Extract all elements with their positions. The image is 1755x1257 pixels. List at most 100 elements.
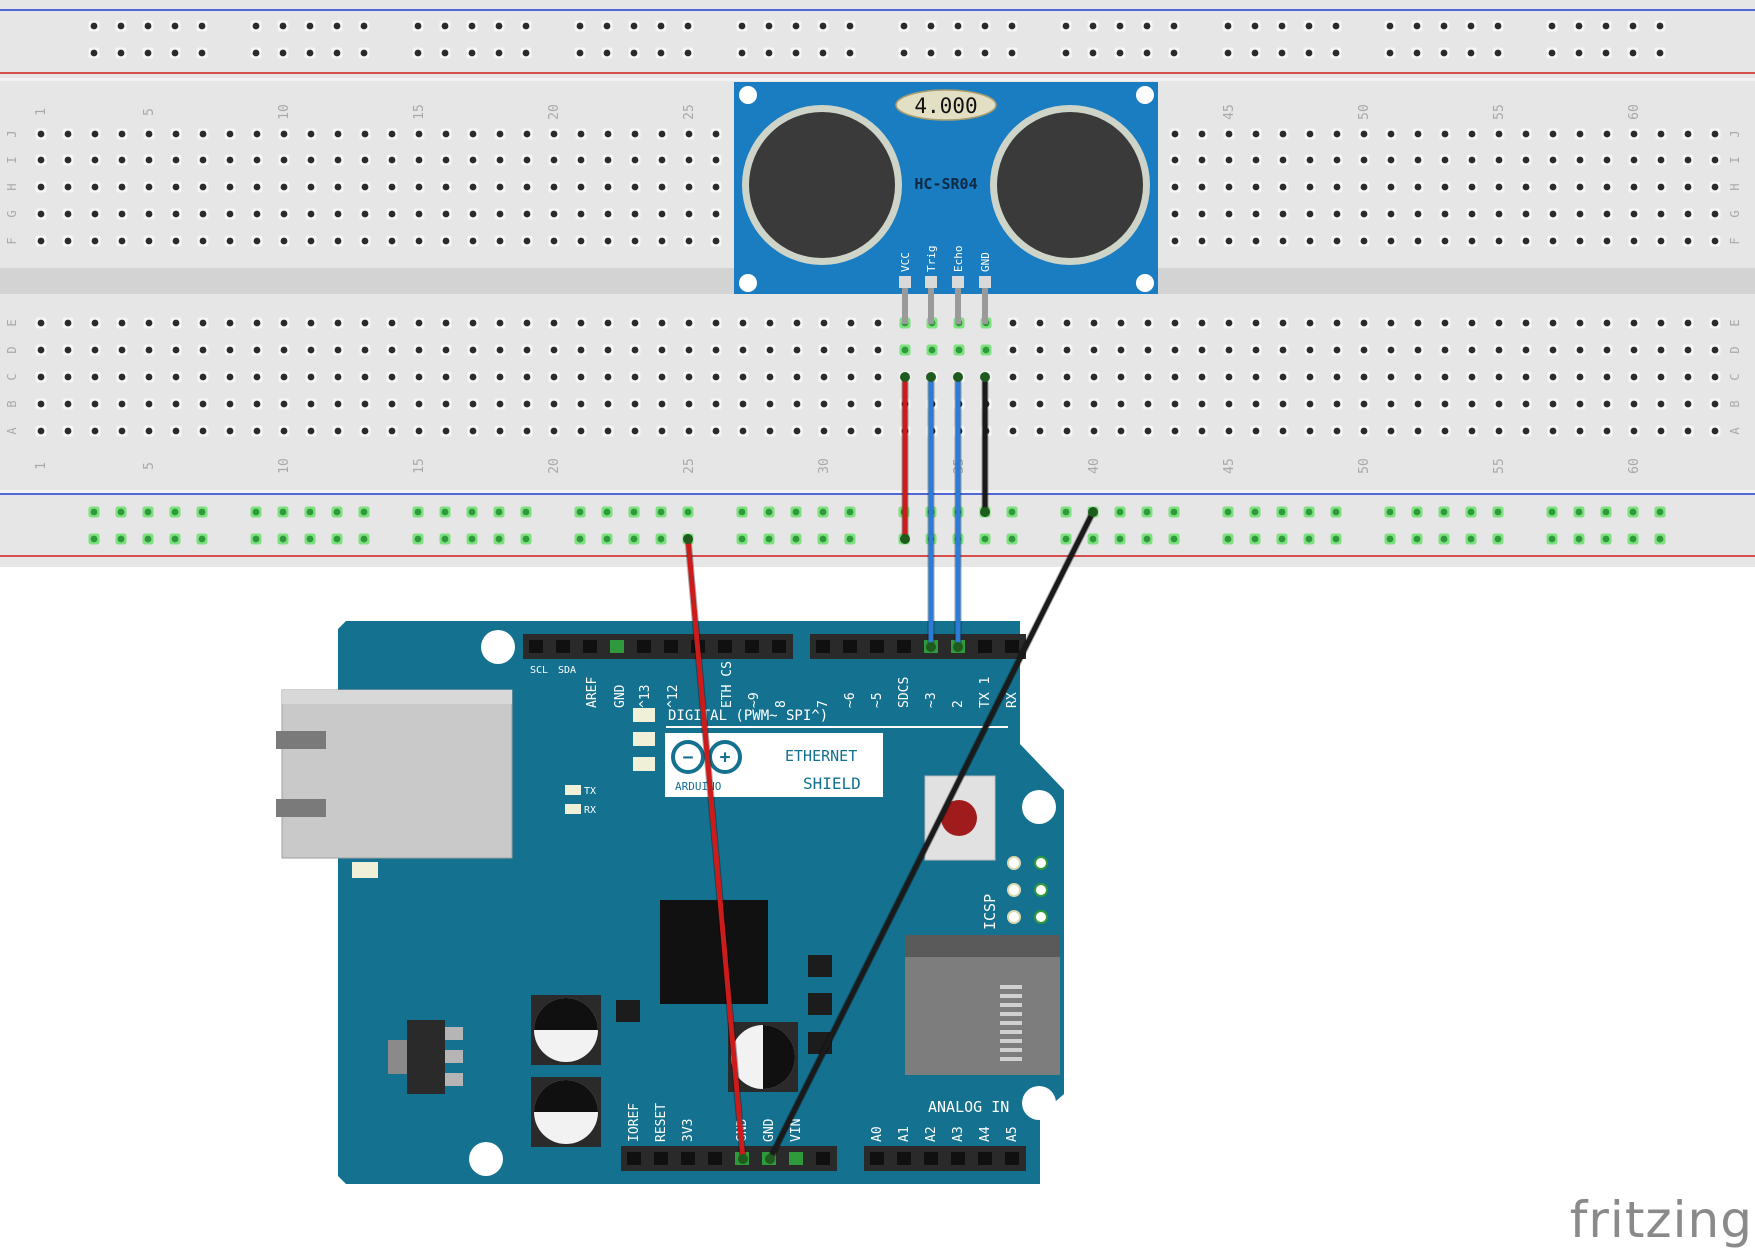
breadboard-hole [1441, 183, 1449, 191]
breadboard-hole [1468, 237, 1476, 245]
breadboard-hole [1144, 373, 1152, 381]
breadboard-hole [1279, 237, 1287, 245]
breadboard-hole [253, 210, 261, 218]
rail-hole [1278, 49, 1286, 57]
header-pin-label: SDCS [897, 677, 912, 708]
rail-hole [1467, 49, 1475, 57]
breadboard-hole [1522, 237, 1530, 245]
rail-hole [117, 508, 125, 516]
breadboard-hole [604, 237, 612, 245]
breadboard-hole [1387, 427, 1395, 435]
sd-contact [1000, 1021, 1022, 1025]
breadboard-hole [469, 427, 477, 435]
breadboard-hole [118, 373, 126, 381]
breadboard-hole [820, 346, 828, 354]
breadboard-hole [1603, 183, 1611, 191]
rail-hole [1440, 535, 1448, 543]
rail-hole [1629, 22, 1637, 30]
breadboard-hole [712, 156, 720, 164]
breadboard-hole [1198, 400, 1206, 408]
breadboard-hole [1387, 237, 1395, 245]
mount-hole [1136, 274, 1154, 292]
row-letter: A [1728, 427, 1742, 435]
breadboard-hole [955, 346, 963, 354]
regulator-leg [445, 1073, 463, 1086]
rail-hole [1440, 49, 1448, 57]
rail-hole [441, 535, 449, 543]
breadboard-hole [1306, 210, 1314, 218]
breadboard-hole [1360, 130, 1368, 138]
rail-hole [1548, 508, 1556, 516]
rail-hole [1656, 22, 1664, 30]
small-ic [808, 955, 832, 977]
breadboard-hole [1117, 319, 1125, 327]
breadboard-hole [280, 346, 288, 354]
header-pin [664, 640, 678, 653]
sensor-pin-leg [928, 288, 934, 324]
breadboard-hole [820, 427, 828, 435]
breadboard-hole [1009, 346, 1017, 354]
rail-hole [738, 535, 746, 543]
analog-pin-label: A1 [897, 1126, 912, 1142]
breadboard-hole [928, 346, 936, 354]
rail-hole [846, 535, 854, 543]
sensor-pin-pad [899, 276, 911, 288]
rail-hole [819, 508, 827, 516]
breadboard-hole [1063, 400, 1071, 408]
breadboard-hole [901, 346, 909, 354]
arduino-logo-plus [708, 740, 742, 774]
breadboard-hole [37, 156, 45, 164]
rail-hole [1656, 508, 1664, 516]
breadboard-hole [496, 319, 504, 327]
breadboard-hole [415, 210, 423, 218]
breadboard-hole [739, 427, 747, 435]
breadboard-hole [253, 400, 261, 408]
rail-hole [1089, 22, 1097, 30]
sensor-pin-label: VCC [899, 252, 912, 272]
breadboard-hole [388, 156, 396, 164]
breadboard-hole [1414, 156, 1422, 164]
rail-hole [1332, 49, 1340, 57]
breadboard-hole [1495, 319, 1503, 327]
breadboard-hole [496, 346, 504, 354]
column-number-top: 10 [277, 104, 292, 120]
breadboard-hole [1657, 400, 1665, 408]
breadboard-hole [766, 346, 774, 354]
breadboard-hole [1225, 373, 1233, 381]
breadboard-hole [280, 427, 288, 435]
breadboard-hole [550, 346, 558, 354]
header-pin-label: 7 [816, 700, 831, 708]
breadboard-hole [1522, 319, 1530, 327]
rail-hole [1170, 49, 1178, 57]
breadboard-hole [1468, 156, 1476, 164]
breadboard-hole [118, 130, 126, 138]
breadboard-hole [847, 346, 855, 354]
breadboard-hole [658, 427, 666, 435]
rail-hole [1062, 49, 1070, 57]
rail-hole [306, 22, 314, 30]
breadboard-hole [712, 319, 720, 327]
header-pin [789, 1152, 803, 1165]
breadboard-hole [307, 183, 315, 191]
breadboard-hole [1225, 319, 1233, 327]
breadboard-hole [1603, 156, 1611, 164]
breadboard-hole [1657, 373, 1665, 381]
breadboard-hole [712, 183, 720, 191]
breadboard-hole [685, 319, 693, 327]
breadboard-hole [1306, 319, 1314, 327]
mount-hole [739, 86, 757, 104]
sensor-pin-leg [902, 288, 908, 324]
breadboard-hole [523, 346, 531, 354]
breadboard-hole [1711, 427, 1719, 435]
rail-hole [252, 49, 260, 57]
header-pin [1005, 640, 1019, 653]
column-number-top: 15 [412, 104, 427, 120]
rail-hole [1062, 508, 1070, 516]
breadboard-hole [604, 400, 612, 408]
breadboard-hole [415, 400, 423, 408]
breadboard-hole [1117, 400, 1125, 408]
breadboard-hole [1360, 400, 1368, 408]
arduino-logo-text: ARDUINO [675, 780, 721, 793]
rail-hole [657, 49, 665, 57]
breadboard-hole [1171, 130, 1179, 138]
